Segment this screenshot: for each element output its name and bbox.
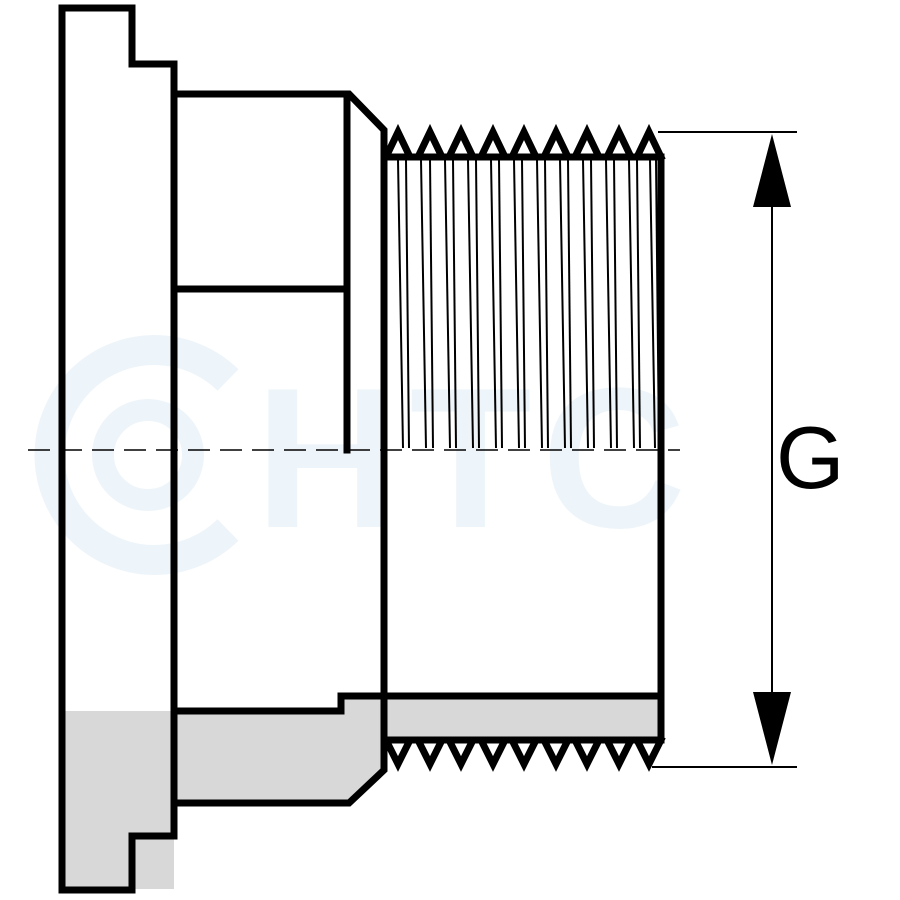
watermark: HTC — [34, 335, 696, 575]
thread-line — [613, 159, 618, 449]
thread-line — [582, 159, 589, 449]
thread-line — [536, 159, 543, 449]
thread-line — [544, 159, 549, 449]
thread-line — [649, 159, 656, 449]
thread-line — [605, 159, 612, 449]
body-section — [176, 696, 384, 803]
thread-teeth-top — [380, 123, 666, 162]
thread-section — [384, 696, 661, 740]
thread-line — [628, 159, 635, 449]
thread-line — [452, 159, 457, 449]
flange-section — [62, 711, 174, 889]
arrow-up-icon — [753, 134, 791, 207]
watermark-logo-icon — [34, 335, 239, 575]
thread-line — [397, 159, 404, 449]
dimension-label: G — [776, 408, 844, 507]
section-hatch — [62, 696, 661, 889]
thread-line — [405, 159, 410, 449]
thread-line — [467, 159, 474, 449]
thread-line — [636, 159, 641, 449]
body-divider-line — [172, 692, 388, 715]
thread-line — [513, 159, 520, 449]
thread-tooth-profile-bottom — [380, 735, 666, 772]
thread-line — [444, 159, 451, 449]
flange-outline — [58, 4, 178, 894]
thread-teeth-bottom — [380, 735, 666, 772]
thread-line — [655, 159, 660, 449]
thread-line — [590, 159, 595, 449]
thread-lines — [397, 159, 660, 449]
arrow-down-icon — [753, 692, 791, 765]
dimension-g: G — [652, 131, 844, 768]
thread-line — [498, 159, 503, 449]
thread-body-outline — [380, 153, 665, 744]
thread-line — [429, 159, 434, 449]
thread-line — [420, 159, 427, 449]
thread-line — [521, 159, 526, 449]
thread-tooth-profile-top — [380, 123, 666, 162]
thread-line — [490, 159, 497, 449]
watermark-text: HTC — [255, 347, 696, 570]
thread-line — [475, 159, 480, 449]
thread-line — [567, 159, 572, 449]
thread-line — [559, 159, 566, 449]
